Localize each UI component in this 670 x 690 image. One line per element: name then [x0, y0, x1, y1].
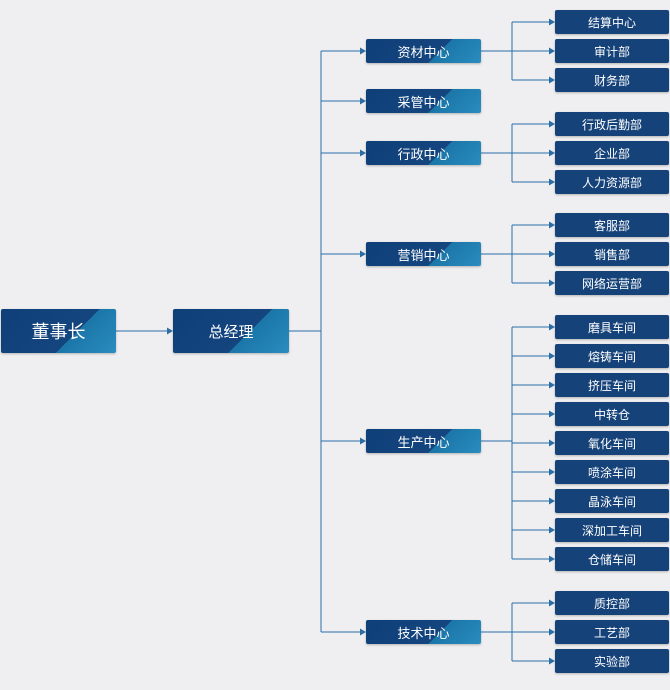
dept-node-2-0: 行政后勤部 — [555, 112, 669, 136]
general-manager-node: 总经理 — [173, 309, 289, 353]
dept-node-4-1: 熔铸车间 — [555, 344, 669, 368]
dept-node-4-0: 磨具车间 — [555, 315, 669, 339]
arrow-to-dept-4-7 — [549, 526, 555, 534]
arrow-to-center-0 — [360, 47, 366, 55]
dept-node-4-3: 中转仓 — [555, 402, 669, 426]
arrow-to-dept-2-0 — [549, 120, 555, 128]
dept-node-3-1: 销售部 — [555, 242, 669, 266]
arrow-chairman-gm — [167, 327, 173, 335]
dept-node-4-4: 氧化车间 — [555, 431, 669, 455]
center-node-1: 采管中心 — [366, 89, 481, 113]
arrow-to-dept-5-2 — [549, 657, 555, 665]
dept-node-3-0: 客服部 — [555, 213, 669, 237]
arrow-to-dept-0-0 — [549, 18, 555, 26]
arrow-to-center-3 — [360, 250, 366, 258]
arrow-to-dept-0-1 — [549, 47, 555, 55]
arrow-to-center-1 — [360, 97, 366, 105]
arrow-to-dept-4-6 — [549, 497, 555, 505]
chairman-node: 董事长 — [1, 309, 116, 353]
arrow-to-dept-0-2 — [549, 76, 555, 84]
arrow-to-center-5 — [360, 628, 366, 636]
dept-node-0-0: 结算中心 — [555, 10, 669, 34]
arrow-to-dept-2-1 — [549, 149, 555, 157]
dept-node-4-6: 晶泳车间 — [555, 489, 669, 513]
arrow-to-dept-2-2 — [549, 178, 555, 186]
arrow-to-center-2 — [360, 149, 366, 157]
arrow-to-dept-4-8 — [549, 555, 555, 563]
dept-node-0-1: 审计部 — [555, 39, 669, 63]
center-node-0: 资材中心 — [366, 39, 481, 63]
center-node-2: 行政中心 — [366, 141, 481, 165]
arrow-to-dept-5-1 — [549, 628, 555, 636]
center-node-5: 技术中心 — [366, 620, 481, 644]
dept-node-2-1: 企业部 — [555, 141, 669, 165]
dept-node-3-2: 网络运营部 — [555, 271, 669, 295]
dept-node-4-5: 喷涂车间 — [555, 460, 669, 484]
dept-node-5-2: 实验部 — [555, 649, 669, 673]
arrow-to-dept-4-1 — [549, 352, 555, 360]
arrow-to-dept-4-5 — [549, 468, 555, 476]
dept-node-4-7: 深加工车间 — [555, 518, 669, 542]
dept-node-5-0: 质控部 — [555, 591, 669, 615]
arrow-to-dept-3-1 — [549, 250, 555, 258]
arrow-to-dept-4-3 — [549, 410, 555, 418]
arrow-to-dept-4-4 — [549, 439, 555, 447]
arrow-to-dept-3-0 — [549, 221, 555, 229]
arrow-to-dept-4-2 — [549, 381, 555, 389]
arrow-to-center-4 — [360, 437, 366, 445]
arrow-to-dept-4-0 — [549, 323, 555, 331]
dept-node-5-1: 工艺部 — [555, 620, 669, 644]
center-node-3: 营销中心 — [366, 242, 481, 266]
dept-node-4-8: 仓储车间 — [555, 547, 669, 571]
arrow-to-dept-5-0 — [549, 599, 555, 607]
dept-node-0-2: 财务部 — [555, 68, 669, 92]
center-node-4: 生产中心 — [366, 429, 481, 453]
dept-node-4-2: 挤压车间 — [555, 373, 669, 397]
arrow-to-dept-3-2 — [549, 279, 555, 287]
dept-node-2-2: 人力资源部 — [555, 170, 669, 194]
